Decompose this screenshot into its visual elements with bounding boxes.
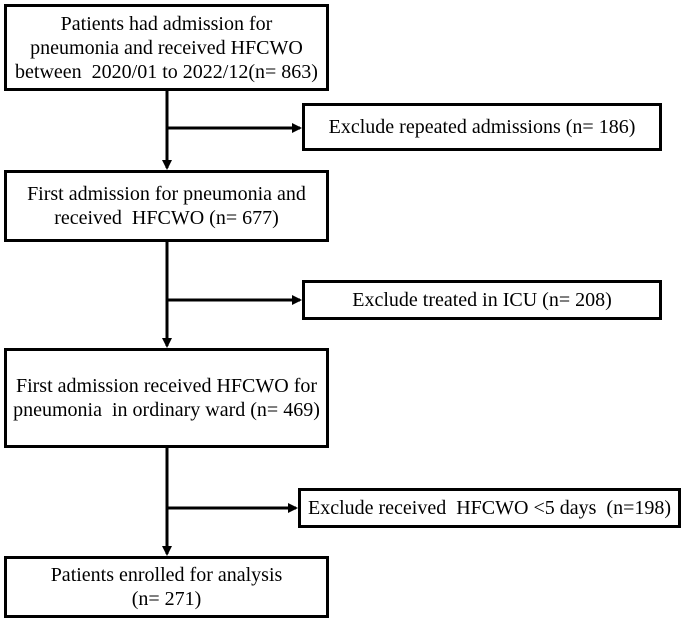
- final-enrolled-box: Patients enrolled for analysis (n= 271): [4, 556, 329, 618]
- start-box: Patients had admission for pneumonia and…: [4, 4, 329, 91]
- final-box-text: Patients enrolled for analysis (n= 271): [50, 564, 283, 610]
- exclusion-box-icu: Exclude treated in ICU (n= 208): [302, 280, 662, 320]
- first-admission-box: First admission for pneumonia and receiv…: [4, 170, 329, 242]
- first-admission-text: First admission for pneumonia and receiv…: [27, 183, 306, 229]
- exclusion-box-repeated-admissions: Exclude repeated admissions (n= 186): [302, 103, 662, 151]
- exclusion-3-text: Exclude received HFCWO <5 days (n=198): [307, 497, 672, 519]
- ordinary-ward-text: First admission received HFCWO for pneum…: [13, 375, 320, 421]
- exclusion-box-short-hfcwo: Exclude received HFCWO <5 days (n=198): [298, 488, 681, 528]
- start-box-text: Patients had admission for pneumonia and…: [15, 12, 318, 83]
- exclusion-2-text: Exclude treated in ICU (n= 208): [352, 289, 612, 311]
- exclusion-1-text: Exclude repeated admissions (n= 186): [328, 116, 636, 138]
- ordinary-ward-box: First admission received HFCWO for pneum…: [4, 348, 329, 448]
